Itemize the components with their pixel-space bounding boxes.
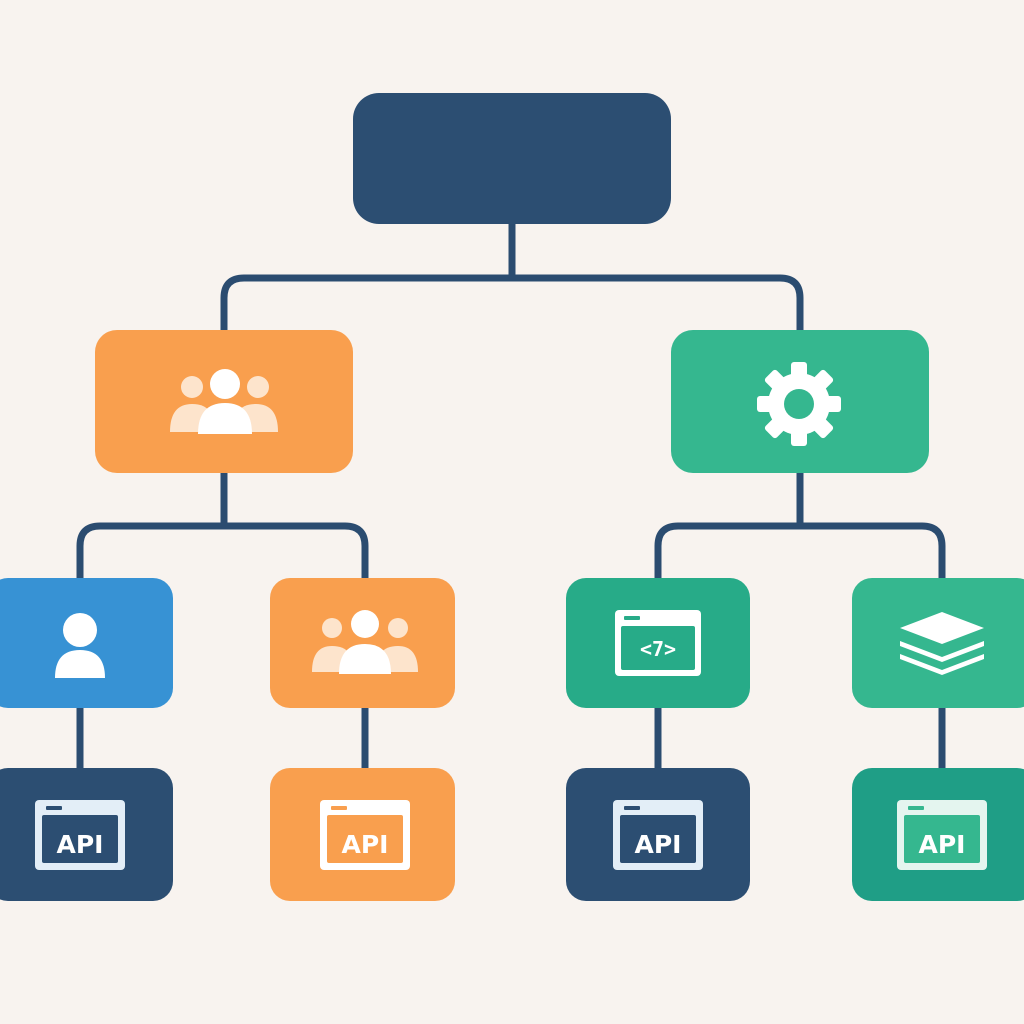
api-label: API [57,830,104,859]
node-api-3[interactable]: API [566,768,750,901]
code-window-icon: <7> [615,610,701,676]
node-code[interactable]: <7> [566,578,750,708]
api-card-icon: API [35,800,125,870]
layers-icon [900,612,984,675]
api-label: API [635,830,682,859]
api-card-icon: API [613,800,703,870]
api-label: API [919,830,966,859]
connector-right-bar [654,522,946,582]
node-layers[interactable] [852,578,1024,708]
api-card-icon: API [897,800,987,870]
node-team[interactable] [270,578,455,708]
gear-icon [757,362,841,446]
api-card-icon: API [320,800,410,870]
node-api-2[interactable]: API [270,768,455,901]
node-team-box [270,578,455,708]
node-root-box [353,93,671,224]
node-group-left-box [95,330,353,473]
connector-left-bar [76,522,369,582]
node-layers-box [852,578,1024,708]
connectors [76,220,946,772]
users-icon [170,369,278,434]
user-icon [55,613,105,678]
node-api-1[interactable]: API [0,768,173,901]
code-window-text: <7> [640,637,676,661]
node-group-left[interactable] [95,330,353,473]
node-root[interactable] [353,93,671,224]
users-icon [312,610,418,674]
node-api-4[interactable]: API [852,768,1024,901]
node-user[interactable] [0,578,173,708]
connector-level1-bar [220,274,804,334]
node-group-right[interactable] [671,330,929,473]
api-label: API [342,830,389,859]
